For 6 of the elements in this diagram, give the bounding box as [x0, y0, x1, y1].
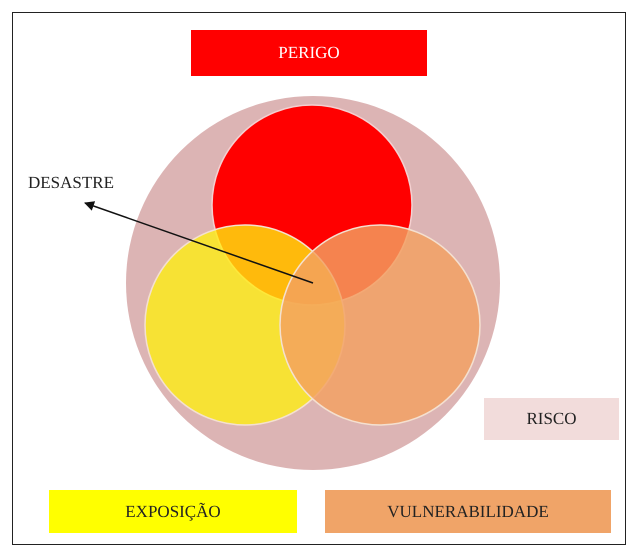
callout-label: DESASTRE [28, 172, 140, 194]
legend-box: EXPOSIÇÃO [49, 490, 297, 533]
arrow [84, 201, 314, 284]
legend-box: RISCO [484, 398, 619, 440]
title-box: PERIGO [191, 30, 427, 76]
legend-box: VULNERABILIDADE [325, 490, 611, 533]
